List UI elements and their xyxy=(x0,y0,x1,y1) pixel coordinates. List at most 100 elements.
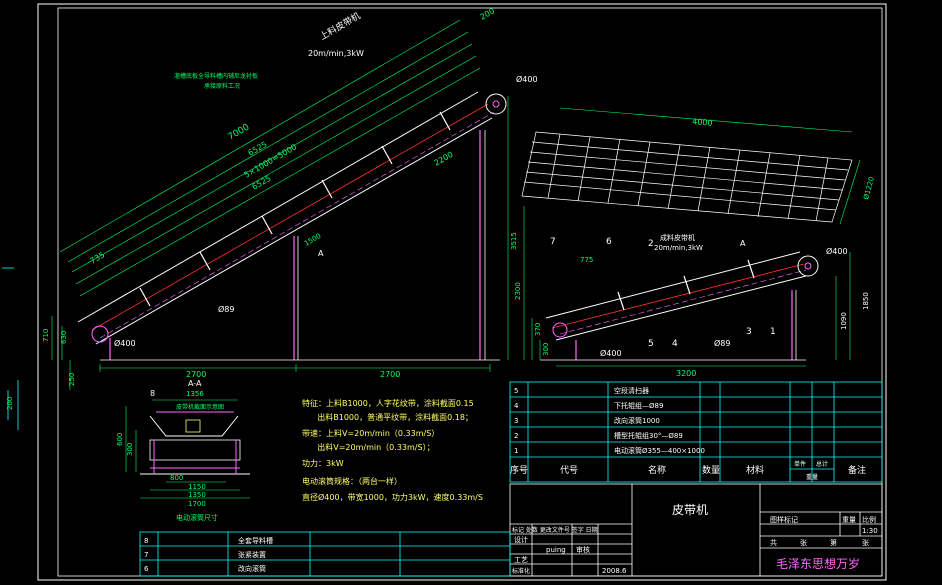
bom-name: 槽型托辊组30°—Ø89 xyxy=(614,431,683,440)
main-dim-735: 735 xyxy=(89,250,107,265)
section-title: A-A xyxy=(188,379,202,388)
title-craft-label: 工艺 xyxy=(514,556,528,564)
note-line: 功力：3kW xyxy=(302,458,344,468)
note-line: 直径Ø400，带宽1000，功力3kW，速度0.33m/S xyxy=(302,492,483,502)
title-sheet-row: 第 xyxy=(830,538,837,547)
bom-header: 数量 xyxy=(702,464,720,476)
main-dim-1500: 1500 xyxy=(303,232,322,248)
bom-rows: 5 空段清扫器 4 下托辊组—Ø89 3 改向滚筒1000 2 槽型托辊组30°… xyxy=(514,386,705,455)
bom-no: 2 xyxy=(514,432,518,440)
bom-header: 序号 xyxy=(510,464,528,476)
side-conveyor xyxy=(521,107,861,367)
side-dim-a: A xyxy=(740,239,746,248)
main-label-speed: 20m/min,3kW xyxy=(308,49,364,58)
title-date: 2008.6 xyxy=(602,567,627,575)
side-dim-d89: Ø89 xyxy=(714,338,730,348)
title-scale: 1:30 xyxy=(862,527,878,535)
bom-header: 总计 xyxy=(816,460,828,468)
bom-header: 备注 xyxy=(848,464,866,476)
section-caption: 电动滚筒尺寸 xyxy=(176,513,218,522)
bom-name: 电动滚筒Ø355—400×1000 xyxy=(614,446,705,455)
section-dim-300: 300 xyxy=(126,443,134,456)
note-line: 出料V=20m/min（0.33m/S）； xyxy=(302,442,435,452)
main-label-top: 上料皮带机 xyxy=(318,10,363,43)
main-dim-2700a: 2700 xyxy=(186,370,206,379)
side-dim-370: 370 xyxy=(534,323,542,336)
left-dim-200: 200 xyxy=(6,397,14,410)
main-label-guard: 溜槽底板全导料槽内铺尼龙衬板 xyxy=(174,72,258,80)
section-dim-1356: 1356 xyxy=(186,390,204,398)
side-dim-6: 6 xyxy=(606,237,612,247)
title-drawing-name: 皮带机 xyxy=(672,503,708,517)
main-dim-2200: 2200 xyxy=(433,150,455,168)
bom-name: 改向滚筒1000 xyxy=(614,416,660,425)
section-dim-1350: 1350 xyxy=(188,491,206,499)
bom-no: 1 xyxy=(514,447,518,455)
side-dim-775: 775 xyxy=(580,256,593,264)
title-sheet-row: 张 xyxy=(800,538,807,547)
small-table xyxy=(139,531,511,577)
section-dim-1700: 1700 xyxy=(188,500,206,508)
title-check-label: 审核 xyxy=(576,545,590,554)
section-dim-800: 800 xyxy=(170,474,183,482)
small-table-name: 全套导料槽 xyxy=(238,536,273,545)
side-dim-1090: 1090 xyxy=(840,312,848,330)
main-dim-2700b: 2700 xyxy=(380,370,400,379)
side-dim-1220: Ø1220 xyxy=(862,176,876,201)
side-dim-2300: 2300 xyxy=(514,282,522,300)
title-change-row: 标记 处数 更改文件号 签字 日期 xyxy=(512,526,598,534)
side-dim-4: 4 xyxy=(672,339,678,349)
title-sheet-row: 共 xyxy=(770,538,777,547)
small-table-no: 7 xyxy=(144,551,148,559)
main-dim-250: 250 xyxy=(68,373,76,386)
bom-header: 单件 xyxy=(794,460,806,468)
bom-header: 名称 xyxy=(648,464,666,476)
title-company: 毛泽东思想万岁 xyxy=(776,556,860,571)
side-dim-1850: 1850 xyxy=(862,292,870,310)
title-design-label: 设计 xyxy=(514,535,528,544)
title-sheet-label: 比例 xyxy=(862,515,876,524)
side-dim-1: 1 xyxy=(770,327,776,337)
title-sheet-row: 张 xyxy=(862,538,869,547)
main-label-guard2: 承接原料工况 xyxy=(204,82,240,90)
small-table-no: 6 xyxy=(144,565,149,573)
bom-no: 4 xyxy=(514,402,519,410)
left-margin-marks xyxy=(2,267,19,430)
section-dim-600: 600 xyxy=(116,433,124,446)
bom-no: 5 xyxy=(514,387,518,395)
small-table-name: 张紧装置 xyxy=(238,550,266,559)
section-view xyxy=(125,399,250,499)
side-dim-d400-low: Ø400 xyxy=(600,348,622,358)
main-dim-6525b: 6525 xyxy=(251,174,273,192)
small-table-rows: 8 全套导料槽 7 张紧装置 6 改向滚筒 xyxy=(144,536,273,573)
bom-header: 材料 xyxy=(746,464,764,476)
bom-subheader: 重量 xyxy=(806,473,818,481)
bom-headers: 序号 代号 名称 数量 材料 单件 总计 备注 重量 xyxy=(510,460,866,481)
side-dim-3: 3 xyxy=(746,327,752,337)
main-dim-7000: 7000 xyxy=(227,122,252,142)
side-dim-300: 300 xyxy=(542,343,550,356)
main-dim-710: 710 xyxy=(42,329,50,342)
main-dim-d400-top: Ø400 xyxy=(516,74,538,84)
side-dim-d400: Ø400 xyxy=(826,246,848,256)
small-table-no: 8 xyxy=(144,537,148,545)
note-line: 出料B1000，普通平纹带，涂料截面0.18； xyxy=(302,412,473,422)
bom-name: 空段清扫器 xyxy=(614,386,649,395)
bom-table xyxy=(509,381,883,483)
side-dim-7: 7 xyxy=(550,237,556,247)
main-dim-a: A xyxy=(318,249,324,258)
title-standard-label: 标准化 xyxy=(512,567,530,575)
bom-header: 代号 xyxy=(560,465,578,476)
main-dim-630: 630 xyxy=(60,331,68,344)
note-line: 带速：上料V=20m/min（0.33m/S） xyxy=(302,428,439,438)
title-sheet-label: 图样标记 xyxy=(770,515,798,524)
side-label-speed: 20m/min,3kW xyxy=(654,244,703,252)
inner-frame xyxy=(57,7,883,577)
side-dim-3200: 3200 xyxy=(676,369,696,378)
bom-no: 3 xyxy=(514,417,518,425)
main-dim-6525a: 6525 xyxy=(247,140,269,158)
main-conveyor xyxy=(51,19,509,390)
main-dim-d400-bottom: Ø400 xyxy=(114,338,136,348)
title-sheet-label: 重量 xyxy=(842,516,856,524)
